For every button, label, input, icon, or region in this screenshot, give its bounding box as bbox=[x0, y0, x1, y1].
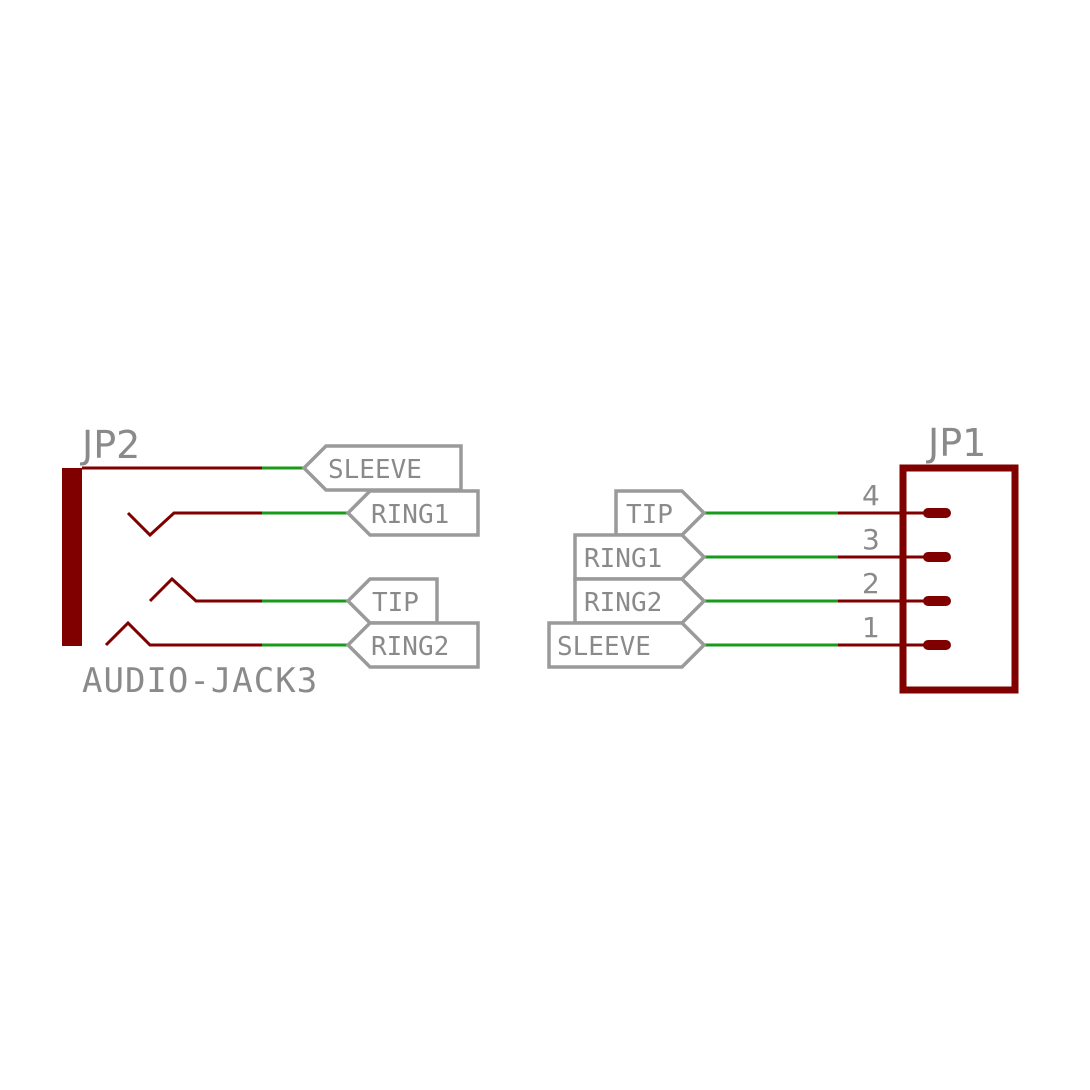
jp1-pin-4-number: 4 bbox=[862, 479, 880, 512]
jp1-pin-1-number: 1 bbox=[862, 611, 880, 644]
net-label-ring1-right-text: RING1 bbox=[584, 544, 662, 574]
jp2-ring1-contact bbox=[126, 511, 262, 538]
net-label-ring2-right[interactable]: RING2 bbox=[573, 577, 707, 625]
jp2-tip-contact bbox=[148, 576, 262, 603]
net-label-ring1-left-text: RING1 bbox=[371, 500, 449, 530]
net-label-ring1-left[interactable]: RING1 bbox=[345, 489, 480, 537]
net-label-tip-right-text: TIP bbox=[626, 500, 673, 530]
jp1-body bbox=[899, 464, 1019, 694]
jp1-designator: JP1 bbox=[926, 421, 986, 465]
net-label-ring2-right-text: RING2 bbox=[584, 588, 662, 618]
net-label-ring2-left-text: RING2 bbox=[371, 632, 449, 662]
jp1-pin-2-number: 2 bbox=[862, 567, 880, 600]
jp2-audio-jack[interactable]: JP2 AUDIO-JACK3 bbox=[62, 423, 318, 701]
jp2-designator: JP2 bbox=[80, 423, 140, 467]
jp2-value: AUDIO-JACK3 bbox=[82, 661, 318, 701]
net-label-sleeve-left-text: SLEEVE bbox=[328, 455, 422, 485]
net-label-tip-right[interactable]: TIP bbox=[614, 489, 707, 537]
jp2-ring2-contact bbox=[104, 620, 262, 647]
net-label-tip-left[interactable]: TIP bbox=[345, 577, 439, 625]
net-label-ring2-left[interactable]: RING2 bbox=[345, 621, 480, 669]
net-label-tip-left-text: TIP bbox=[372, 588, 419, 618]
net-label-ring1-right[interactable]: RING1 bbox=[573, 533, 707, 581]
jp1-header[interactable]: JP1 4 3 2 1 bbox=[838, 421, 1019, 694]
net-label-sleeve-right-text: SLEEVE bbox=[557, 632, 651, 662]
jp2-jack-body bbox=[62, 468, 82, 646]
net-label-sleeve-right[interactable]: SLEEVE bbox=[547, 621, 707, 669]
net-label-sleeve-left[interactable]: SLEEVE bbox=[301, 444, 463, 492]
jp1-pin-3-number: 3 bbox=[862, 523, 880, 556]
